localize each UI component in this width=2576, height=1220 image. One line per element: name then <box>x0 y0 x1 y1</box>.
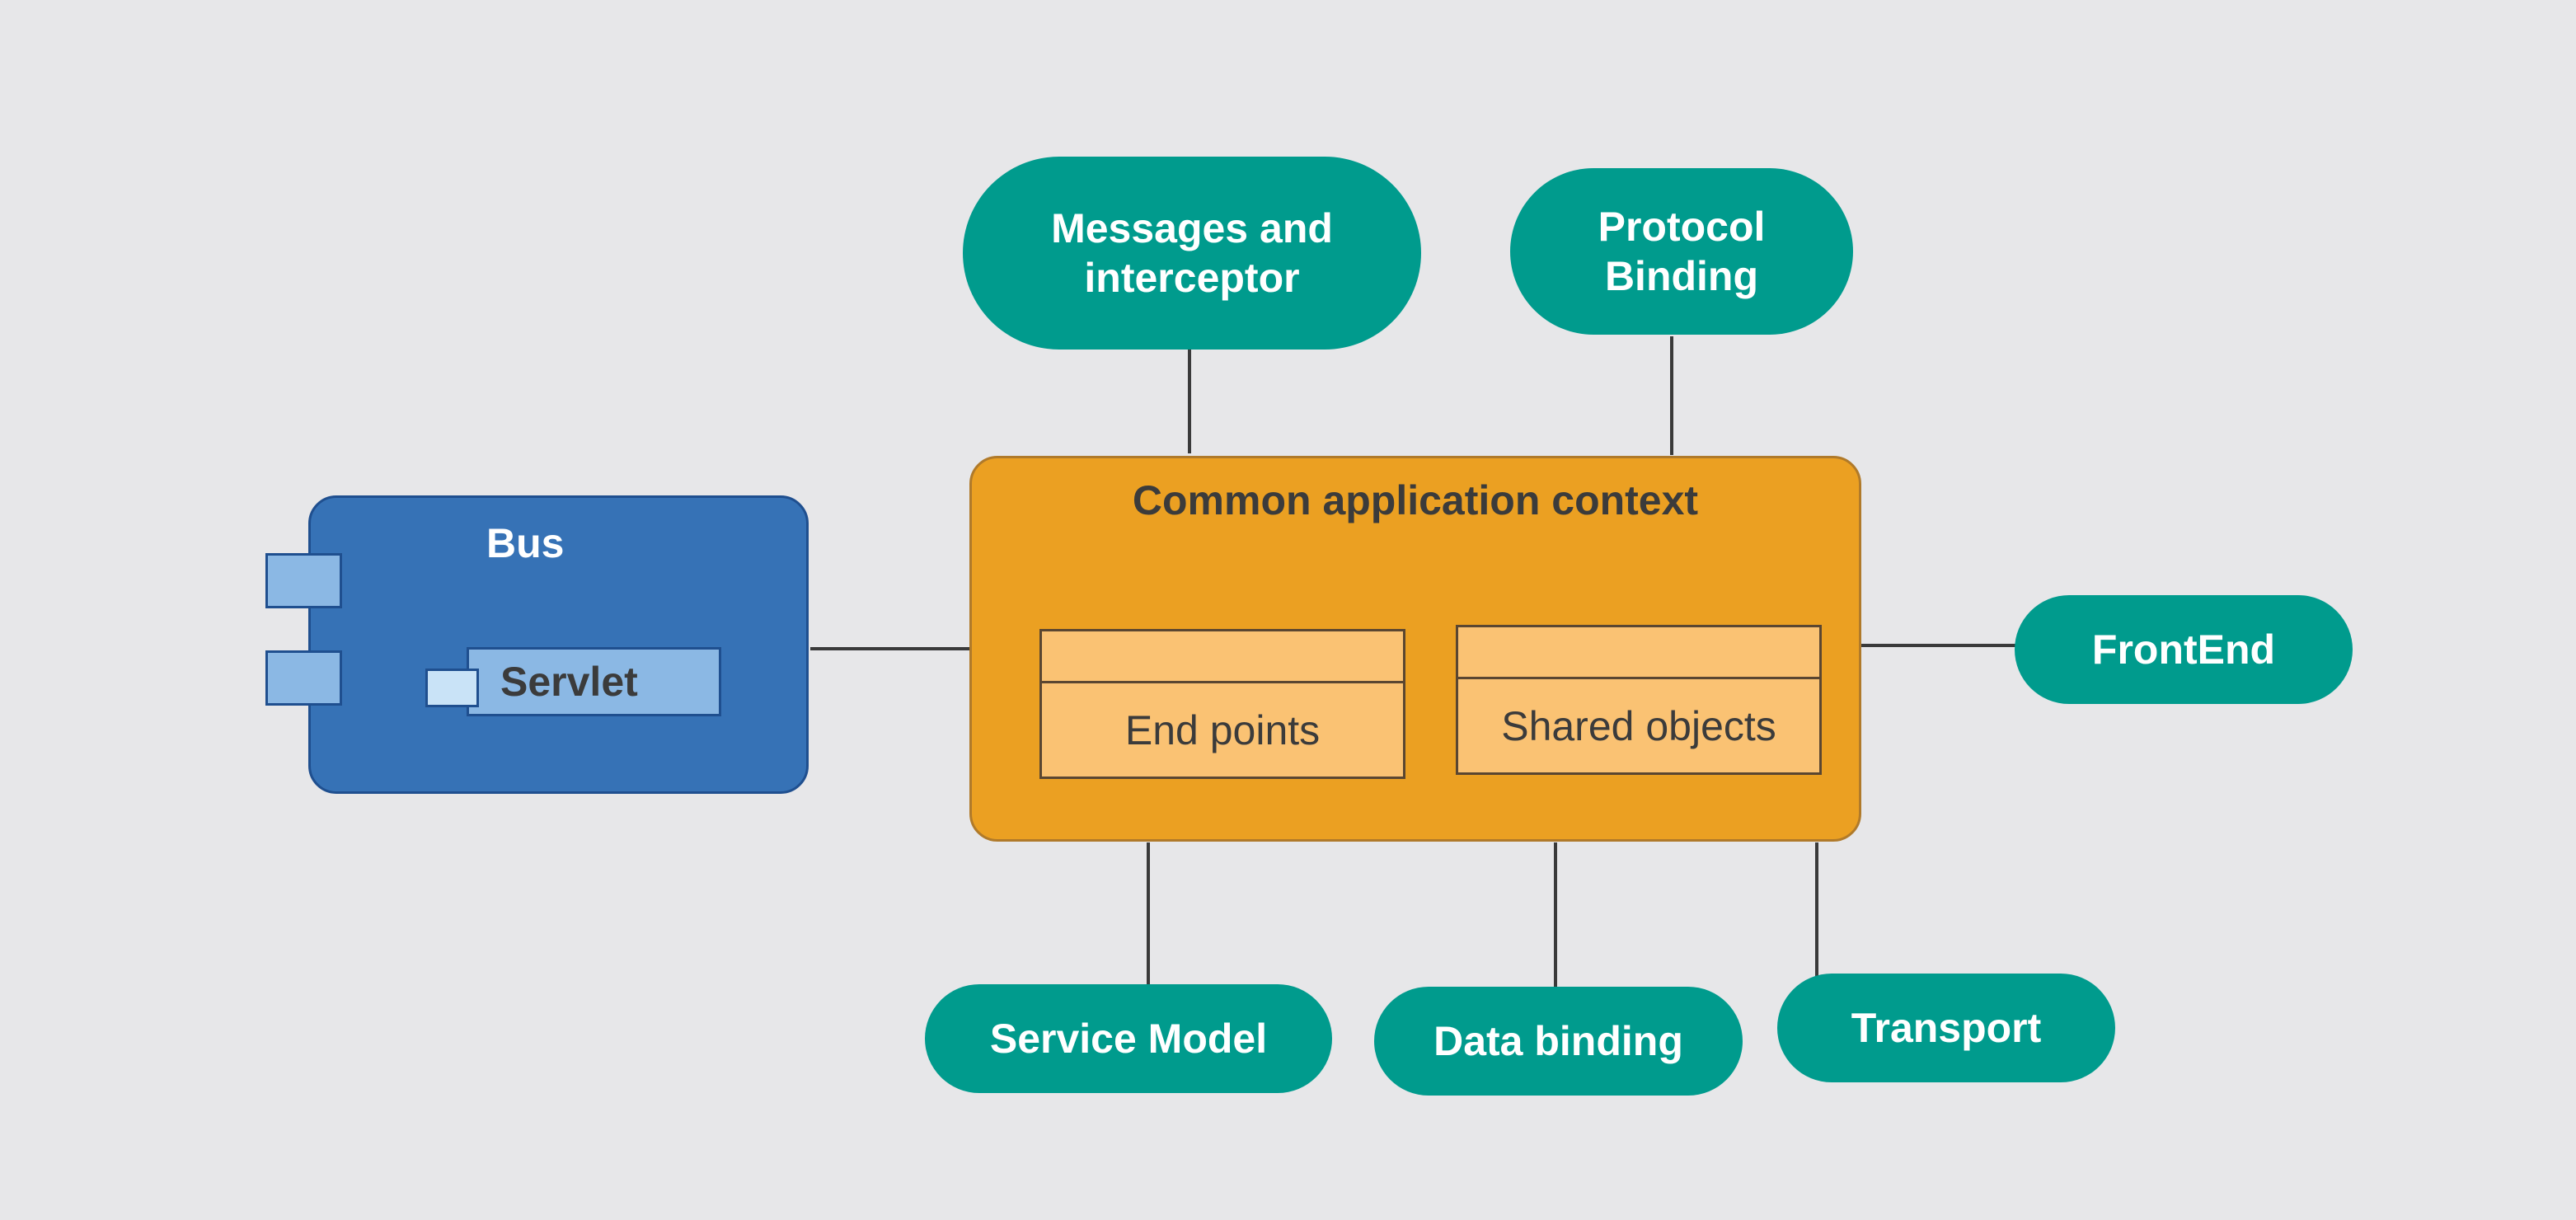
frontend-node: FrontEnd <box>2015 595 2353 704</box>
bus-port-top <box>265 553 342 608</box>
shared-objects-label: Shared objects <box>1501 702 1776 749</box>
service-model-node: Service Model <box>925 984 1332 1093</box>
protocol-binding-node: Protocol Binding <box>1510 168 1853 335</box>
servlet-label: Servlet <box>500 659 638 705</box>
bus-component <box>308 495 809 794</box>
servlet-port <box>425 669 479 707</box>
end-points-label: End points <box>1124 706 1321 753</box>
transport-label: Transport <box>1851 1005 2042 1051</box>
end-points-compartment: End points <box>1039 629 1405 779</box>
transport-node: Transport <box>1777 974 2115 1082</box>
service-model-label: Service Model <box>989 1016 1268 1062</box>
shared-objects-compartment: Shared objects <box>1456 625 1822 775</box>
messages-interceptor-label: Messages and interceptor <box>1051 205 1333 301</box>
servlet-component: Servlet <box>467 647 721 716</box>
end-points-header <box>1042 631 1403 683</box>
protocol-binding-label: Protocol Binding <box>1598 204 1766 299</box>
bus-port-bottom <box>265 650 342 706</box>
bus-title: Bus <box>486 520 565 566</box>
shared-objects-header <box>1458 627 1819 679</box>
data-binding-node: Data binding <box>1374 987 1743 1096</box>
data-binding-label: Data binding <box>1433 1018 1683 1064</box>
context-title: Common application context <box>1132 477 1699 523</box>
frontend-label: FrontEnd <box>2091 626 2276 673</box>
messages-interceptor-node: Messages and interceptor <box>963 157 1421 350</box>
